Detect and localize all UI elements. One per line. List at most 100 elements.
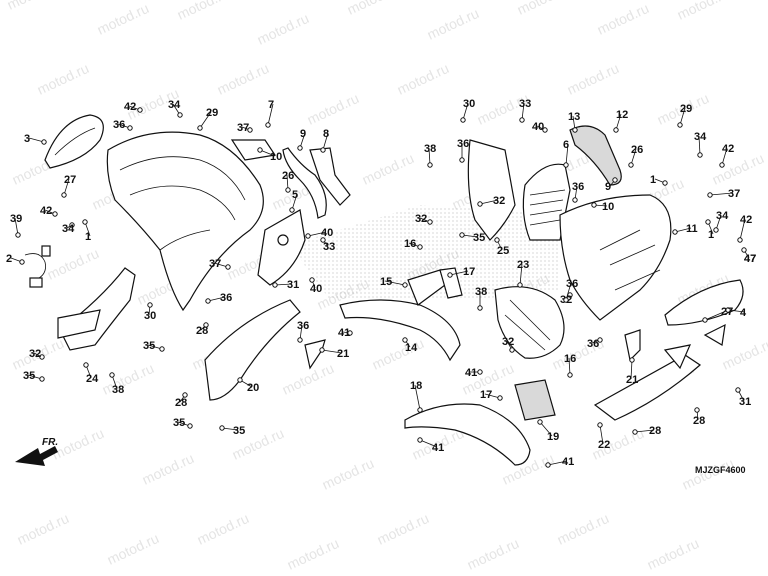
part-callout-number: 35 (23, 370, 35, 382)
part-callout-number: 36 (220, 292, 232, 304)
part-callout-number: 31 (287, 279, 299, 291)
leader-line (321, 349, 343, 354)
part-callout-number: 25 (497, 245, 509, 257)
fastener-marker (702, 317, 708, 323)
leader-line (521, 102, 525, 121)
part-callout-number: 32 (29, 348, 41, 360)
leader-line (634, 429, 655, 433)
watermark-text: motod.ru (15, 510, 72, 548)
fastener-marker (519, 117, 525, 123)
leader-line (727, 309, 746, 313)
part-lower-panel-22 (593, 354, 701, 421)
fastener-marker (447, 272, 453, 278)
fastener-marker (297, 145, 303, 151)
part-callout-number: 36 (457, 138, 469, 150)
fastener-marker (272, 282, 278, 288)
part-inner-cover-right (467, 139, 516, 241)
fastener-marker (219, 425, 225, 431)
leader-line (519, 263, 523, 286)
part-callout-number: 37 (237, 122, 249, 134)
watermark-text: motod.ru (215, 60, 272, 98)
watermark-text: motod.ru (100, 360, 157, 398)
fastener-marker (417, 437, 423, 443)
watermark-text: motod.ru (395, 60, 452, 98)
fastener-marker (597, 337, 603, 343)
watermark-text: motod.ru (360, 150, 417, 188)
part-callout-number: 7 (268, 99, 274, 111)
part-callout-number: 33 (323, 241, 335, 253)
front-direction-arrow: FR. (15, 437, 58, 466)
leader-line (322, 132, 329, 151)
fastener-marker (477, 369, 483, 375)
leader-line (615, 113, 622, 131)
part-callout-number: 3 (24, 133, 30, 145)
part-callout-number: 41 (432, 442, 444, 454)
fastener-marker (297, 337, 303, 343)
part-callout-number: 36 (587, 338, 599, 350)
fastener-marker (187, 423, 193, 429)
leader-line (565, 143, 569, 166)
fastener-marker (257, 147, 263, 153)
part-callout-number: 32 (502, 336, 514, 348)
part-callout-number: 24 (86, 373, 99, 385)
watermark-text: motod.ru (645, 535, 702, 573)
part-small-bracket-17 (439, 267, 463, 299)
fastener-marker (591, 202, 597, 208)
fastener-marker (127, 125, 133, 131)
fastener-marker (567, 372, 573, 378)
part-callout-number: 40 (310, 283, 322, 295)
fastener-marker (545, 462, 551, 468)
part-callout-number: 9 (300, 128, 306, 140)
part-callout-number: 28 (175, 397, 187, 409)
part-callout-number: 17 (463, 266, 475, 278)
fastener-marker (182, 392, 188, 398)
part-callout-number: 38 (475, 286, 487, 298)
fastener-marker (713, 227, 719, 233)
fastener-marker (597, 422, 603, 428)
part-callout-number: 1 (650, 174, 656, 186)
part-callout-number: 20 (247, 382, 259, 394)
part-callout-number: 32 (415, 213, 427, 225)
part-under-cowl (404, 403, 531, 466)
fastener-marker (285, 187, 291, 193)
part-callout-number: 47 (744, 253, 756, 265)
fastener-marker (613, 127, 619, 133)
watermark-text: motod.ru (710, 150, 767, 188)
fastener-marker (320, 147, 326, 153)
part-callout-number: 38 (424, 143, 436, 155)
watermark-text: motod.ru (425, 5, 482, 43)
part-callout-number: 21 (337, 348, 349, 360)
part-callout-number: 34 (716, 210, 729, 222)
watermark-text: motod.ru (515, 0, 572, 18)
part-callout-number: 27 (64, 174, 76, 186)
fastener-marker (672, 229, 678, 235)
fastener-marker (572, 127, 578, 133)
leader-line (462, 102, 469, 121)
fastener-marker (237, 377, 243, 383)
watermark-text: motod.ru (45, 245, 102, 283)
fastener-marker (319, 347, 325, 353)
fastener-marker (289, 207, 295, 213)
part-lower-trim (339, 299, 461, 362)
part-callout-number: 4 (740, 307, 747, 319)
watermark-text: motod.ru (140, 450, 197, 488)
fastener-marker (427, 219, 433, 225)
leader-line (599, 424, 604, 445)
fastener-marker (719, 162, 725, 168)
part-callout-number: 27 (721, 306, 733, 318)
part-callout-number: 36 (113, 119, 125, 131)
leader-line (679, 107, 686, 126)
watermark-text: motod.ru (595, 0, 652, 38)
leader-line (630, 359, 633, 380)
part-callout-number: 17 (480, 389, 492, 401)
part-callout-number: 33 (519, 98, 531, 110)
part-callout-number: 16 (564, 353, 576, 365)
part-callout-number: 28 (693, 415, 705, 427)
part-callout-number: 21 (626, 374, 638, 386)
part-callout-number: 36 (566, 278, 578, 290)
fastener-marker (203, 322, 209, 328)
watermark-text: motod.ru (720, 335, 768, 373)
leader-line (291, 193, 298, 211)
leader-line (419, 439, 438, 448)
fastener-marker (109, 372, 115, 378)
